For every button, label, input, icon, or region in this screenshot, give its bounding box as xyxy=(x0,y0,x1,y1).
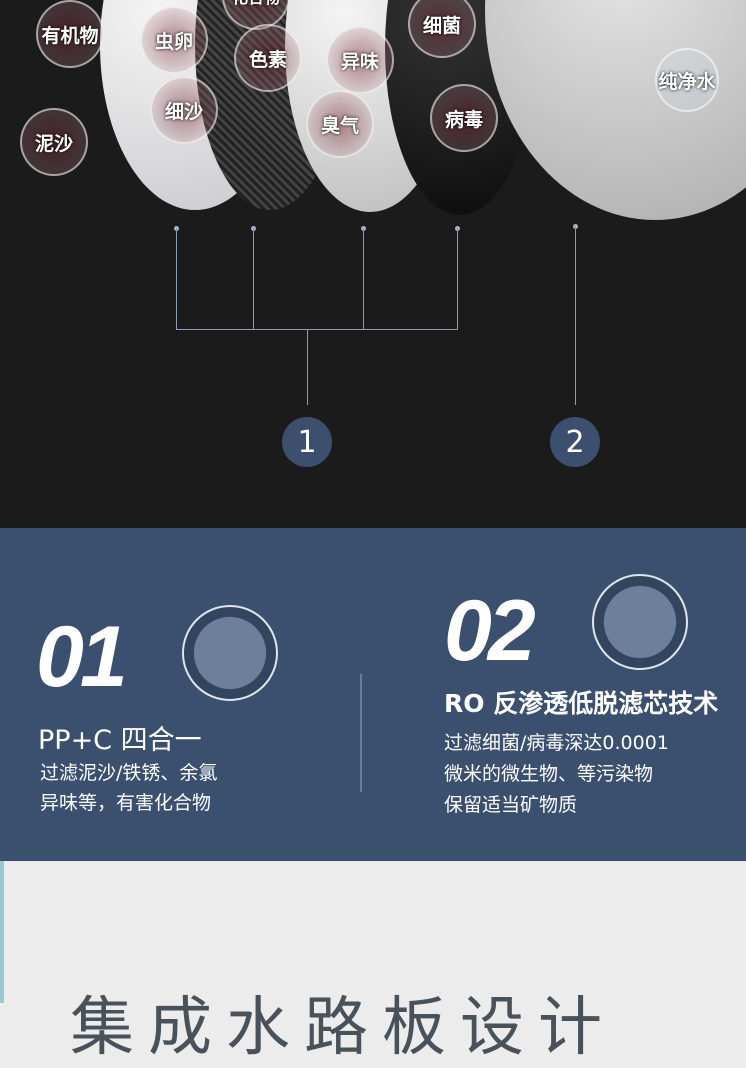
bubble-virus: 病毒 xyxy=(430,84,498,152)
section-title: 集成水路板设计 xyxy=(70,991,616,1065)
ro-membrane-disc xyxy=(485,0,746,220)
bubble-pigment: 色素 xyxy=(234,24,302,92)
bubble-silt: 泥沙 xyxy=(20,108,88,176)
feature-desc-01: 过滤泥沙/铁锈、余氯异味等，有害化合物 xyxy=(40,762,218,814)
divider xyxy=(360,674,362,792)
bubble-eggs: 虫卵 xyxy=(140,6,208,74)
stage-marker-2: 2 xyxy=(550,417,600,467)
bubble-odor: 异味 xyxy=(326,26,394,94)
features-panel: 01 PP+C 四合一 过滤泥沙/铁锈、余氯异味等，有害化合物 02 RO 反渗… xyxy=(0,528,746,861)
bubble-fine-sand: 细沙 xyxy=(150,76,218,144)
feature-title-02: RO 反渗透低脱滤芯技术 xyxy=(444,689,719,718)
stage-marker-1: 1 xyxy=(282,417,332,467)
feature-number-01: 01 xyxy=(36,609,128,705)
bubble-organic: 有机物 xyxy=(36,0,104,68)
filter-illustration: 有机物 泥沙 虫卵 细沙 化合物 色素 异味 臭气 细菌 病毒 纯净水 1 2 xyxy=(0,0,746,528)
bubble-bacteria: 细菌 xyxy=(408,0,476,58)
next-section: 集成水路板设计 xyxy=(0,861,746,1065)
bubble-smell: 臭气 xyxy=(306,90,374,158)
bubble-pure-water: 纯净水 xyxy=(655,48,719,112)
feature-number-02: 02 xyxy=(444,583,536,679)
ro-membrane-icon xyxy=(592,574,688,670)
pp-filter-icon xyxy=(182,605,278,701)
feature-title-01: PP+C 四合一 xyxy=(38,725,202,756)
